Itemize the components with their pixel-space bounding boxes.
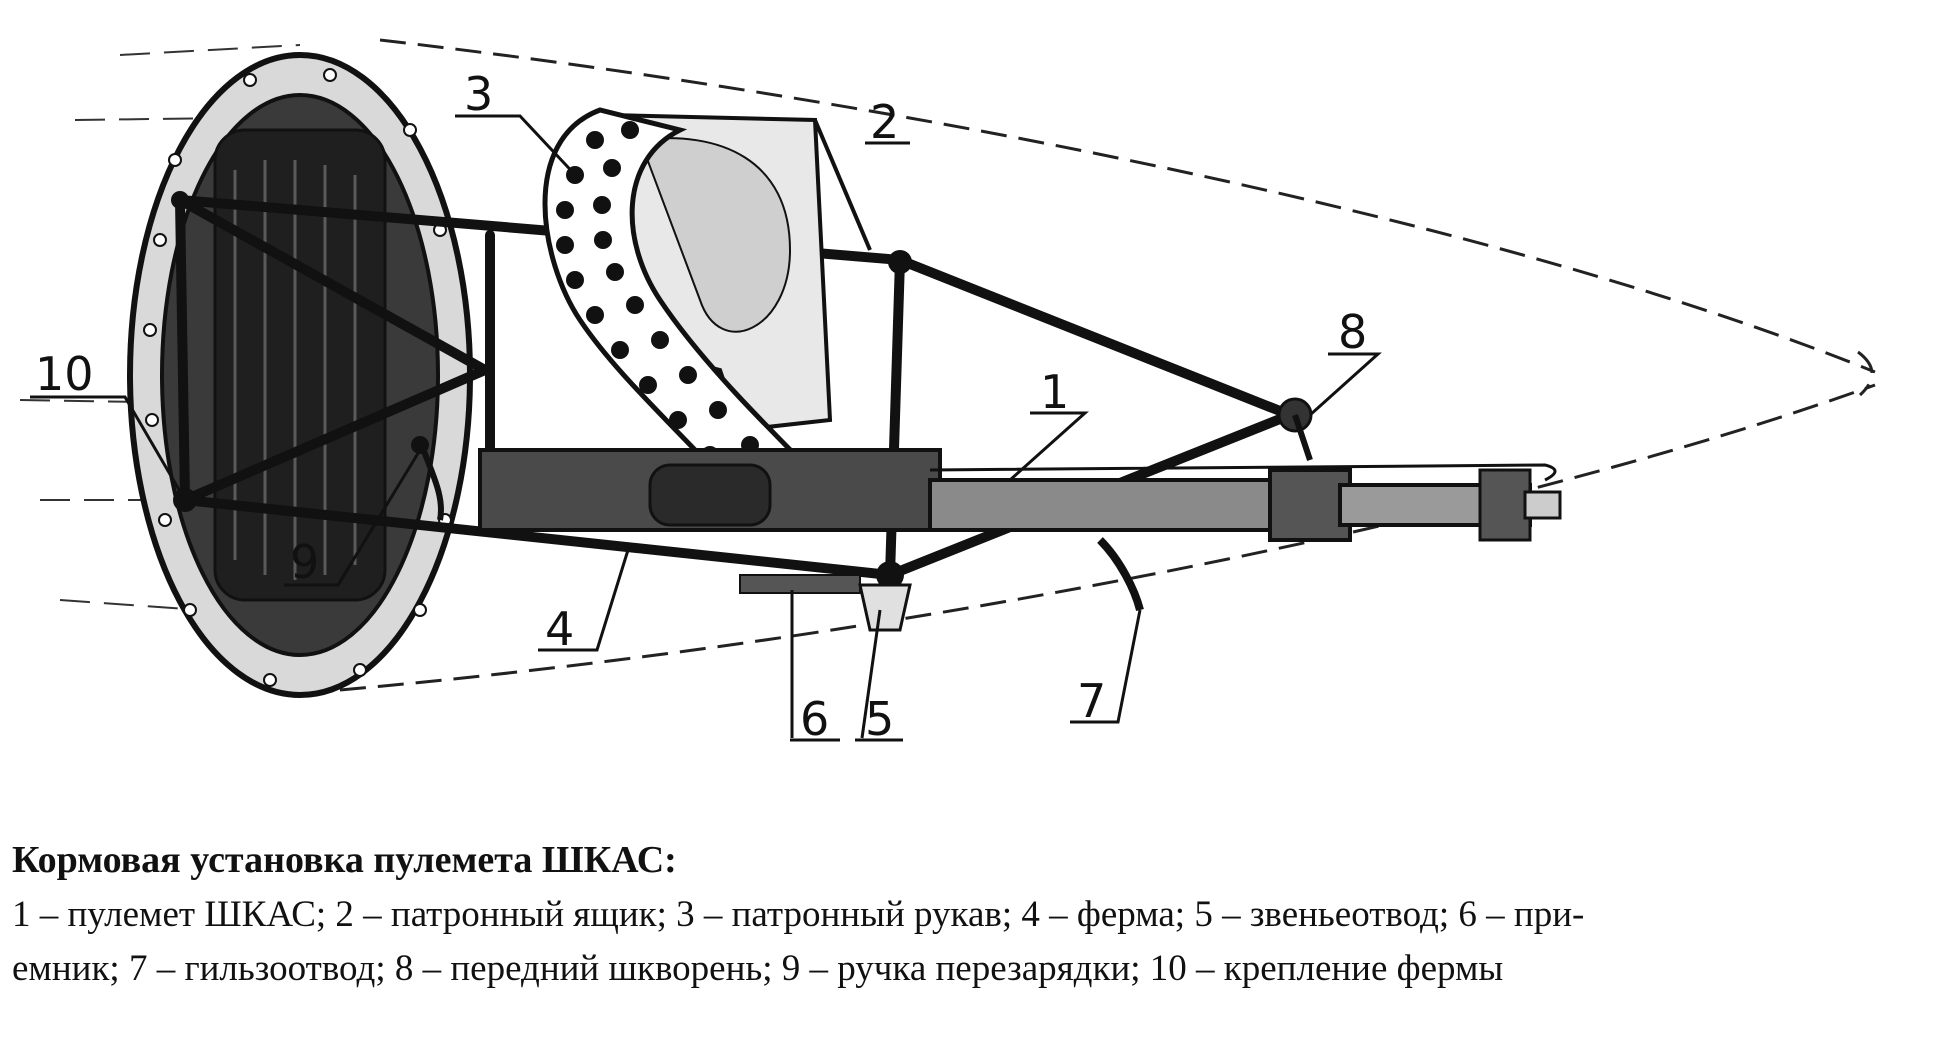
callout-5: 5 bbox=[865, 692, 894, 746]
callout-labels: 1 2 3 4 5 6 7 8 9 10 bbox=[35, 67, 1367, 746]
callout-1: 1 bbox=[1040, 365, 1069, 419]
callout-3: 3 bbox=[464, 67, 493, 121]
case-ejector bbox=[1097, 537, 1144, 612]
callout-8: 8 bbox=[1338, 305, 1367, 359]
fuselage-side-lines bbox=[19, 44, 301, 611]
callout-7: 7 bbox=[1077, 674, 1106, 728]
callout-2: 2 bbox=[870, 95, 899, 149]
gun-mount-drawing: 1 2 3 4 5 6 7 8 9 10 bbox=[19, 38, 1876, 746]
front-pivot bbox=[1277, 397, 1313, 461]
caption-legend: 1 – пулемет ШКАС; 2 – патронный ящик; 3 … bbox=[12, 888, 1932, 996]
caption-legend-line-1: 1 – пулемет ШКАС; 2 – патронный ящик; 3 … bbox=[12, 894, 1585, 935]
reload-handle bbox=[411, 436, 444, 521]
callout-6: 6 bbox=[800, 692, 829, 746]
truss-joints bbox=[171, 191, 912, 589]
callout-9: 9 bbox=[290, 535, 319, 589]
callout-10: 10 bbox=[35, 347, 94, 401]
link-chute bbox=[858, 583, 912, 632]
callout-4: 4 bbox=[545, 602, 574, 656]
shkas-machine-gun bbox=[478, 448, 1562, 594]
caption-legend-line-2: емник; 7 – гильзоотвод; 8 – передний шкв… bbox=[12, 948, 1504, 989]
truss-frame bbox=[175, 195, 1295, 580]
callout-leaders bbox=[30, 114, 1382, 742]
tail-fairing-outline bbox=[339, 38, 1876, 692]
figure-caption: Кормовая установка пулемета ШКАС: 1 – пу… bbox=[12, 836, 1932, 996]
caption-title: Кормовая установка пулемета ШКАС: bbox=[12, 839, 677, 881]
